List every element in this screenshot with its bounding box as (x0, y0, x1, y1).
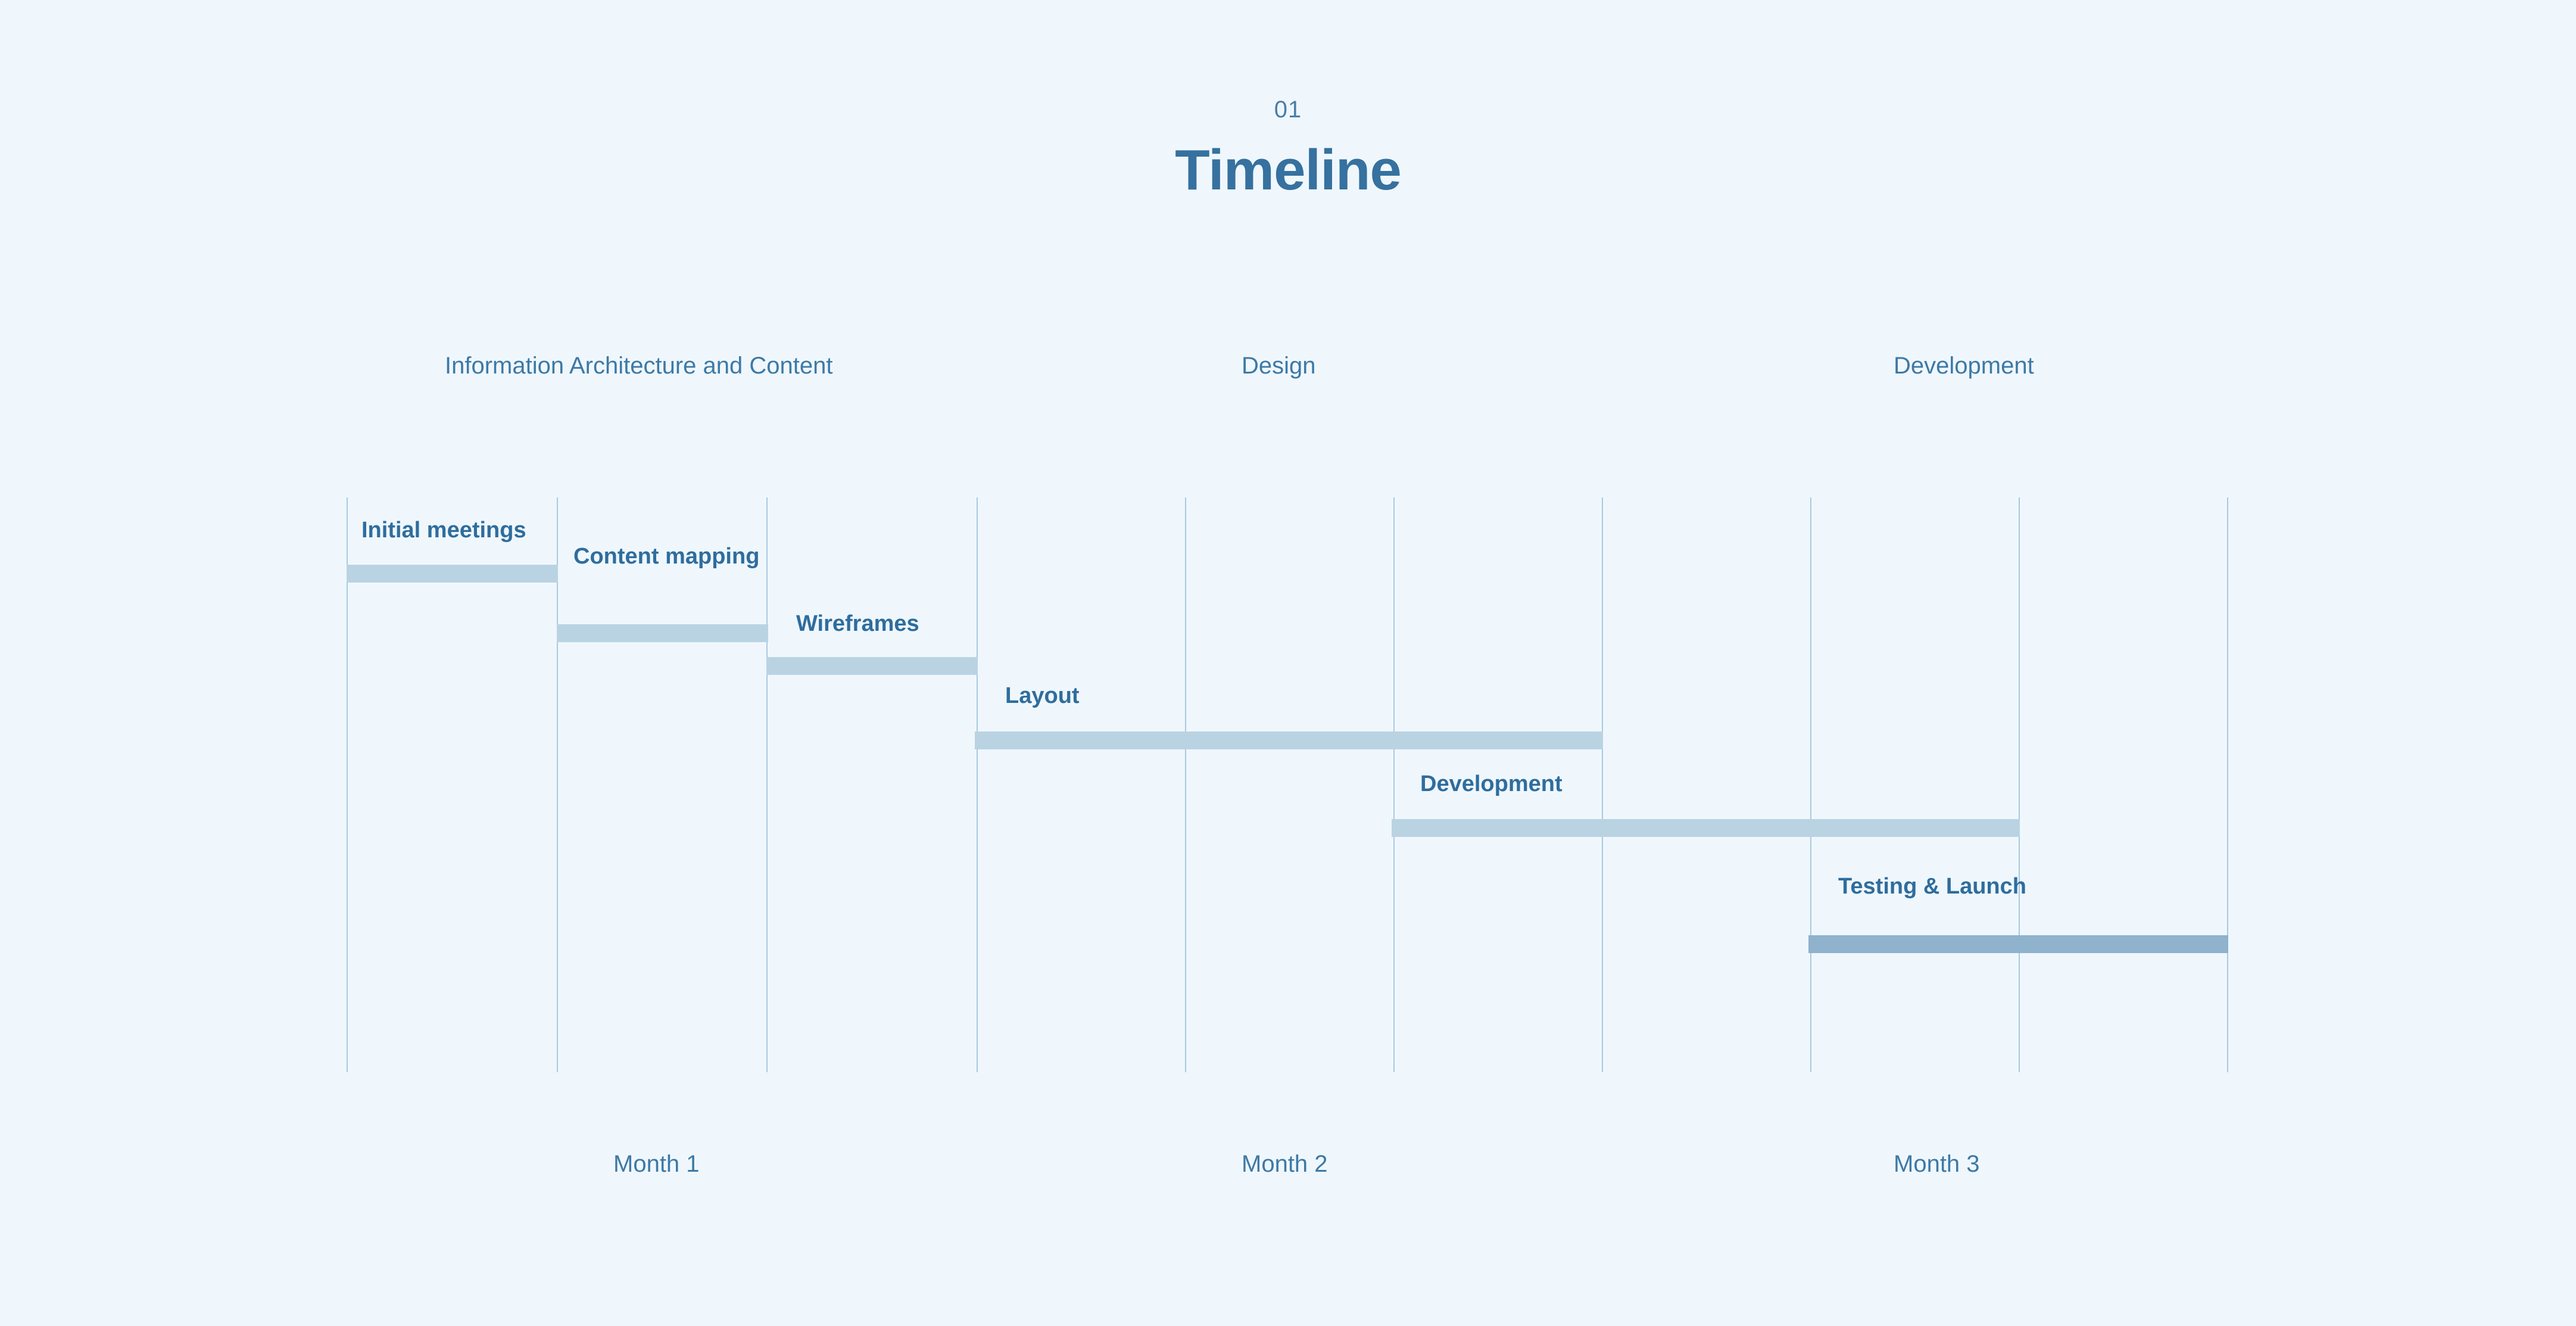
task-label-3: Layout (1005, 683, 1080, 708)
gridline-7 (1810, 497, 1811, 1072)
gridline-1 (557, 497, 558, 1072)
month-label-0: Month 1 (613, 1151, 700, 1177)
gridline-2 (766, 497, 768, 1072)
gridline-6 (1602, 497, 1603, 1072)
gridline-4 (1185, 497, 1186, 1072)
page-title: Timeline (1175, 138, 1402, 202)
gridline-5 (1393, 497, 1395, 1072)
task-label-2: Wireframes (796, 611, 919, 636)
month-label-1: Month 2 (1242, 1151, 1328, 1177)
month-label-2: Month 3 (1894, 1151, 1980, 1177)
phase-header-2: Development (1894, 353, 2034, 379)
task-label-5: Testing & Launch (1838, 874, 2026, 899)
gridline-9 (2227, 497, 2228, 1072)
phase-header-0: Information Architecture and Content (445, 353, 833, 379)
gridline-0 (347, 497, 348, 1072)
task-label-1: Content mapping (573, 544, 760, 569)
task-bar-2[interactable] (766, 657, 978, 675)
phase-header-1: Design (1242, 353, 1316, 379)
gridline-8 (2019, 497, 2020, 1072)
task-label-0: Initial meetings (361, 518, 526, 543)
task-bar-4[interactable] (1392, 819, 2020, 837)
task-bar-5[interactable] (1808, 935, 2228, 953)
task-bar-1[interactable] (557, 624, 768, 642)
slide-number: 01 (1274, 97, 1302, 123)
slide-header: 01 Timeline (0, 95, 2576, 201)
task-bar-0[interactable] (347, 565, 558, 583)
task-bar-3[interactable] (975, 732, 1603, 749)
gridline-3 (977, 497, 978, 1072)
task-label-4: Development (1420, 771, 1563, 796)
